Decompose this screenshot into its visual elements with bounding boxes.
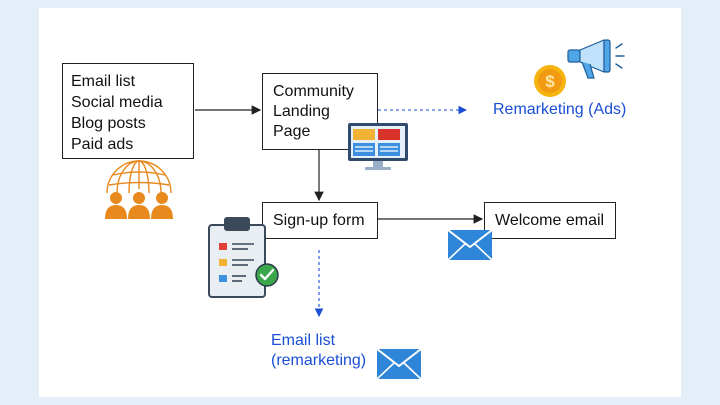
envelope-icon <box>447 229 493 261</box>
clipboard-checklist-icon <box>208 217 279 298</box>
email-remarketing-label: Email list (remarketing) <box>271 332 367 369</box>
envelope-icon <box>376 348 422 380</box>
landing-page-label: Community Landing Page <box>273 83 354 140</box>
signup-form-label: Sign-up form <box>273 212 365 229</box>
monitor-icon <box>348 123 408 170</box>
traffic-sources-label: Email list Social media Blog posts Paid … <box>71 73 163 153</box>
audience-globe-icon <box>105 160 173 219</box>
welcome-email-label: Welcome email <box>495 212 605 229</box>
remarketing-ads-label: Remarketing (Ads) <box>493 101 627 118</box>
signup-form-box: Sign-up form <box>262 202 378 239</box>
svg-text:$: $ <box>545 72 555 91</box>
welcome-email-box: Welcome email <box>484 202 616 239</box>
landing-page-box: Community Landing Page <box>262 73 378 150</box>
megaphone-icon <box>567 39 625 79</box>
dollar-coin-icon: $ <box>534 65 566 97</box>
traffic-sources-box: Email list Social media Blog posts Paid … <box>62 63 194 159</box>
